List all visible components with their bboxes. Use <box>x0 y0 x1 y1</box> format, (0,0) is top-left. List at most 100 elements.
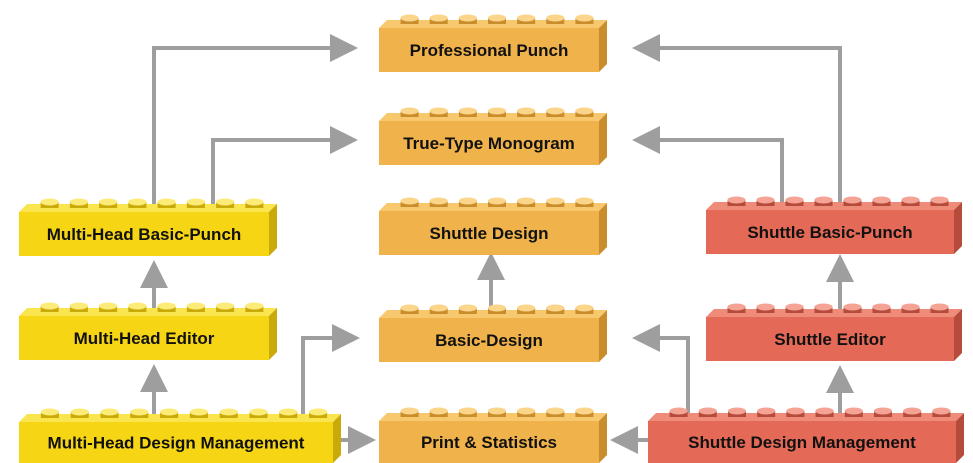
brick-stud <box>309 408 328 416</box>
brick-label-shuttle-design: Shuttle Design <box>429 224 548 243</box>
arrow-shuttle-basic-punch-to-professional-punch <box>632 34 842 208</box>
brick-label-shuttle-design-management: Shuttle Design Management <box>688 433 916 452</box>
brick-stud <box>429 197 448 205</box>
arrow-shuttle-design-management-to-basic-design <box>632 324 690 420</box>
brick-stud <box>189 408 208 416</box>
brick-stud <box>517 14 536 22</box>
brick-stud <box>400 407 419 415</box>
brick-stud <box>932 407 951 415</box>
connectors <box>140 34 854 454</box>
brick-stud <box>903 407 922 415</box>
brick-stud <box>488 407 506 415</box>
brick-stud <box>40 302 59 310</box>
brick-stud <box>727 303 746 311</box>
brick-side-face <box>954 202 962 254</box>
brick-stud <box>727 196 746 204</box>
brick-stud <box>815 407 834 415</box>
brick-stud <box>575 107 594 115</box>
brick-stud <box>874 407 892 415</box>
brick-stud <box>458 304 477 312</box>
brick-front-face <box>706 317 954 361</box>
brick-stud <box>400 304 419 312</box>
brick-stud <box>245 198 264 206</box>
brick-front-face <box>379 121 599 165</box>
brick-side-face <box>599 310 607 362</box>
brick-label-multi-head-design-management: Multi-Head Design Management <box>48 434 305 453</box>
brick-front-face <box>19 212 269 256</box>
brick-shuttle-design: Shuttle Design <box>379 197 607 255</box>
brick-stud <box>517 304 536 312</box>
arrow-multi-head-basic-punch-to-true-type-monogram <box>211 126 358 212</box>
brick-stud <box>429 107 448 115</box>
arrow-shuttle-basic-punch-to-true-type-monogram <box>632 126 784 208</box>
brick-stud <box>698 407 717 415</box>
brick-stud <box>546 304 565 312</box>
brick-stud <box>575 14 594 22</box>
brick-stud <box>128 302 147 310</box>
brick-stud <box>400 14 419 22</box>
brick-stud <box>429 304 448 312</box>
brick-stud <box>458 14 477 22</box>
brick-front-face <box>379 421 599 463</box>
brick-stud <box>872 303 891 311</box>
brick-label-multi-head-basic-punch: Multi-Head Basic-Punch <box>47 225 242 244</box>
brick-stud <box>488 197 506 205</box>
brick-label-print-statistics: Print & Statistics <box>421 433 557 452</box>
brick-stud <box>517 407 536 415</box>
brick-side-face <box>599 113 607 165</box>
brick-stud <box>785 196 804 204</box>
brick-shuttle-design-management: Shuttle Design Management <box>648 407 964 463</box>
brick-stud <box>249 408 268 416</box>
brick-stud <box>157 198 176 206</box>
brick-label-basic-design: Basic-Design <box>435 331 543 350</box>
brick-stud <box>756 303 775 311</box>
brick-label-true-type-monogram: True-Type Monogram <box>403 134 575 153</box>
brick-stud <box>785 303 804 311</box>
brick-stud <box>757 407 776 415</box>
brick-front-face <box>379 28 599 72</box>
arrow-multi-head-design-management-to-basic-design <box>301 324 360 420</box>
brick-stud <box>488 14 506 22</box>
brick-label-multi-head-editor: Multi-Head Editor <box>74 329 215 348</box>
brick-stud <box>546 407 565 415</box>
brick-professional-punch: Professional Punch <box>379 14 607 72</box>
brick-label-professional-punch: Professional Punch <box>410 41 569 60</box>
brick-stud <box>216 198 235 206</box>
brick-front-face <box>379 211 599 255</box>
brick-side-face <box>599 413 607 463</box>
brick-stud <box>901 196 920 204</box>
brick-stud <box>844 407 863 415</box>
brick-shuttle-editor: Shuttle Editor <box>706 303 962 361</box>
brick-stud <box>400 107 419 115</box>
brick-stud <box>458 197 477 205</box>
brick-front-face <box>648 421 956 463</box>
brick-stud <box>546 107 565 115</box>
brick-stud <box>843 303 862 311</box>
brick-stud <box>429 407 448 415</box>
brick-stud <box>128 198 147 206</box>
brick-stud <box>546 14 565 22</box>
brick-front-face <box>706 210 954 254</box>
brick-stud <box>160 408 179 416</box>
brick-stud <box>99 302 118 310</box>
brick-stud <box>669 407 688 415</box>
brick-basic-design: Basic-Design <box>379 304 607 362</box>
brick-stud <box>575 407 594 415</box>
brick-label-shuttle-editor: Shuttle Editor <box>774 330 886 349</box>
brick-true-type-monogram: True-Type Monogram <box>379 107 607 165</box>
brick-stud <box>458 107 477 115</box>
brick-stud <box>100 408 119 416</box>
brick-stud <box>901 303 920 311</box>
brick-stud <box>70 408 89 416</box>
brick-stud <box>872 196 891 204</box>
brick-side-face <box>599 20 607 72</box>
brick-side-face <box>269 204 277 256</box>
brick-stud <box>130 408 149 416</box>
brick-stud <box>517 197 536 205</box>
brick-stud <box>814 303 833 311</box>
brick-stud <box>216 302 235 310</box>
brick-stud <box>814 196 833 204</box>
brick-side-face <box>956 413 964 463</box>
brick-side-face <box>599 203 607 255</box>
